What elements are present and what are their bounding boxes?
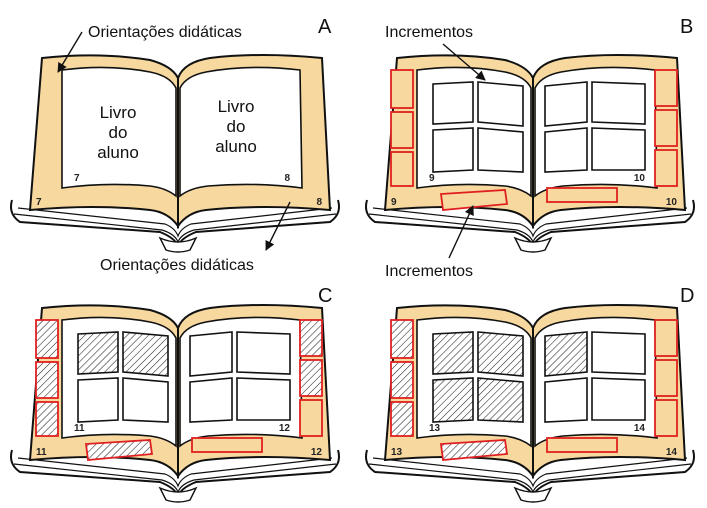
page-number: 9 — [391, 197, 397, 208]
increment-box — [391, 320, 413, 358]
content-frame — [123, 332, 168, 376]
content-frame — [433, 128, 473, 172]
text-line: aluno — [215, 137, 257, 156]
increment-box — [547, 188, 617, 202]
page-number: 14 — [666, 447, 678, 458]
content-frame — [478, 378, 523, 422]
page-number: 13 — [429, 423, 441, 434]
content-frame — [237, 332, 290, 374]
page-number: 11 — [36, 447, 47, 458]
page-number: 8 — [316, 197, 322, 208]
page-number: 12 — [279, 423, 291, 434]
content-frame — [433, 82, 473, 124]
increment-box — [391, 152, 413, 186]
increment-box — [300, 360, 322, 396]
increment-box — [655, 110, 677, 146]
text-line: do — [227, 117, 246, 136]
content-frame — [592, 82, 645, 124]
text-line: Livro — [218, 97, 255, 116]
page-number: 7 — [36, 197, 42, 208]
panel-letter: B — [680, 16, 693, 38]
content-frame — [592, 332, 645, 374]
page-number: 9 — [429, 173, 435, 184]
content-frame — [433, 332, 473, 374]
text-line: do — [109, 123, 128, 142]
page-number: 8 — [284, 173, 290, 184]
content-frame — [545, 128, 587, 172]
page-number: 13 — [391, 447, 403, 458]
increment-box — [391, 70, 413, 108]
increment-box — [655, 150, 677, 186]
content-frame — [545, 332, 587, 376]
content-frame — [78, 332, 118, 374]
content-frame — [190, 332, 232, 376]
text-line: aluno — [97, 143, 139, 162]
panel-letter: A — [318, 16, 332, 38]
increment-box — [655, 360, 677, 396]
annotation-top: Incrementos — [385, 24, 473, 41]
increment-box — [36, 362, 58, 398]
panel-letter: D — [680, 285, 694, 307]
content-frame — [478, 82, 523, 126]
increment-box — [655, 320, 677, 356]
increment-box — [391, 402, 413, 436]
content-frame — [190, 378, 232, 422]
content-frame — [592, 128, 645, 170]
page-number: 11 — [74, 423, 85, 434]
content-frame — [478, 128, 523, 172]
content-frame — [478, 332, 523, 376]
annotation-bottom: Orientações didáticas — [100, 257, 254, 274]
annotation-bottom: Incrementos — [385, 263, 473, 280]
increment-box — [655, 70, 677, 106]
panel-letter: C — [318, 285, 332, 307]
page-number: 7 — [74, 173, 80, 184]
increment-box — [391, 362, 413, 398]
content-frame — [433, 378, 473, 422]
panel-c: 11 12 11 12 — [11, 305, 339, 502]
increment-box — [192, 438, 262, 452]
content-frame — [592, 378, 645, 420]
page-number: 12 — [311, 447, 323, 458]
content-frame — [237, 378, 290, 420]
text-line: Livro — [100, 103, 137, 122]
increment-box — [547, 438, 617, 452]
increment-box — [655, 400, 677, 436]
increment-box — [36, 320, 58, 358]
content-frame — [545, 378, 587, 422]
increment-box — [300, 320, 322, 356]
increment-box — [36, 402, 58, 436]
increment-box — [391, 112, 413, 148]
page-number: 10 — [634, 173, 646, 184]
annotation-top: Orientações didáticas — [88, 24, 242, 41]
content-frame — [123, 378, 168, 422]
content-frame — [78, 378, 118, 422]
page-number: 10 — [666, 197, 678, 208]
page-number: 14 — [634, 423, 646, 434]
increment-box — [300, 400, 322, 436]
content-frame — [545, 82, 587, 126]
panel-d: 13 14 13 14 — [366, 305, 694, 502]
